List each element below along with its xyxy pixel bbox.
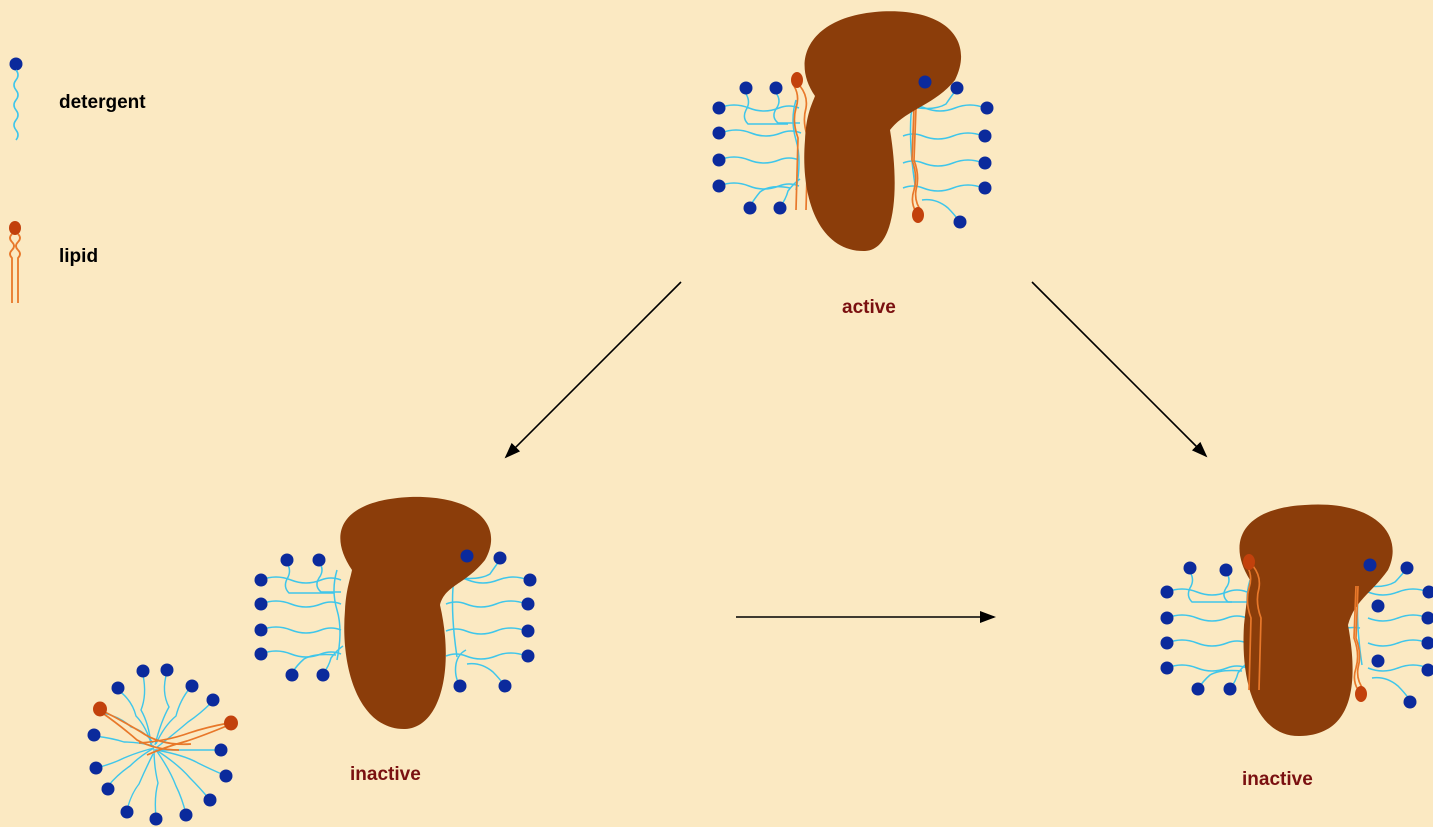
active-complex [713,11,994,251]
arrow-active-to-right [1032,282,1206,456]
state-label-active: active [842,297,896,319]
inactive-complex-left [255,497,537,729]
inactive-complex-right [1161,505,1433,736]
legend-lipid-label: lipid [59,246,98,268]
mixed-micelle [88,664,239,826]
legend-lipid-icon [9,221,21,303]
protein-shape [340,497,491,729]
state-label-inactive-left: inactive [350,764,421,786]
protein-shape [1239,505,1392,736]
arrows [506,282,1206,617]
state-label-inactive-right: inactive [1242,769,1313,791]
legend-detergent-icon [10,58,23,141]
arrow-active-to-left [506,282,681,457]
protein-shape [804,11,961,251]
legend-detergent-label: detergent [59,92,146,114]
